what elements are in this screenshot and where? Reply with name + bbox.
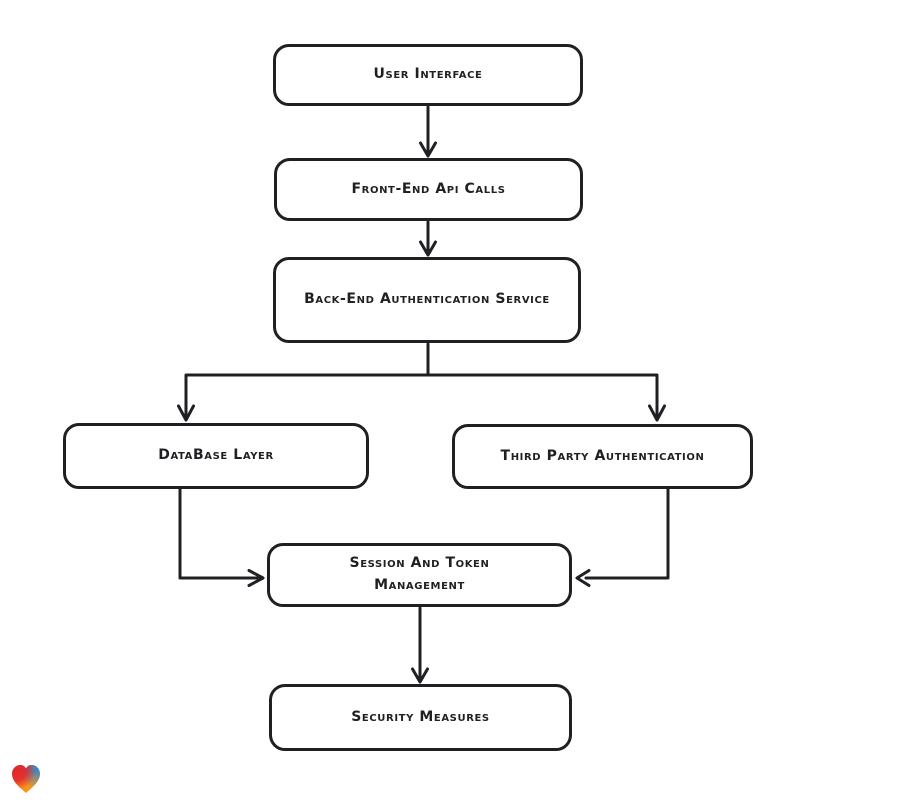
node-security-measures: Security Measures xyxy=(269,684,572,751)
node-label: Back-End Authentication Service xyxy=(304,291,550,308)
node-label: Security Measures xyxy=(351,708,490,725)
node-label: Third Party Authentication xyxy=(500,447,705,464)
node-front-end-api-calls: Front-End Api Calls xyxy=(274,158,583,221)
node-label: Session And Token Management xyxy=(349,555,490,593)
node-third-party-authentication: Third Party Authentication xyxy=(452,424,753,489)
edge-database-layer-to-session-and-token-management xyxy=(178,486,265,587)
node-database-layer: DataBase Layer xyxy=(63,423,369,489)
heart-logo xyxy=(12,765,40,793)
edge-session-and-token-management-to-security-measures xyxy=(411,606,429,684)
node-back-end-authentication-service: Back-End Authentication Service xyxy=(273,257,581,343)
edge-user-interface-to-front-end-api-calls xyxy=(419,105,437,158)
edge-third-party-authentication-to-session-and-token-management xyxy=(575,486,670,587)
node-label: User Interface xyxy=(373,66,483,83)
node-session-and-token-management: Session And Token Management xyxy=(267,543,572,607)
edge-back-end-authentication-service-to-database-layer xyxy=(177,342,430,422)
edge-back-end-authentication-service-to-third-party-authentication xyxy=(426,373,666,422)
node-label: Front-End Api Calls xyxy=(351,180,506,197)
edge-front-end-api-calls-to-back-end-authentication-service xyxy=(419,220,437,257)
node-label: DataBase Layer xyxy=(158,447,274,464)
node-user-interface: User Interface xyxy=(273,44,583,106)
